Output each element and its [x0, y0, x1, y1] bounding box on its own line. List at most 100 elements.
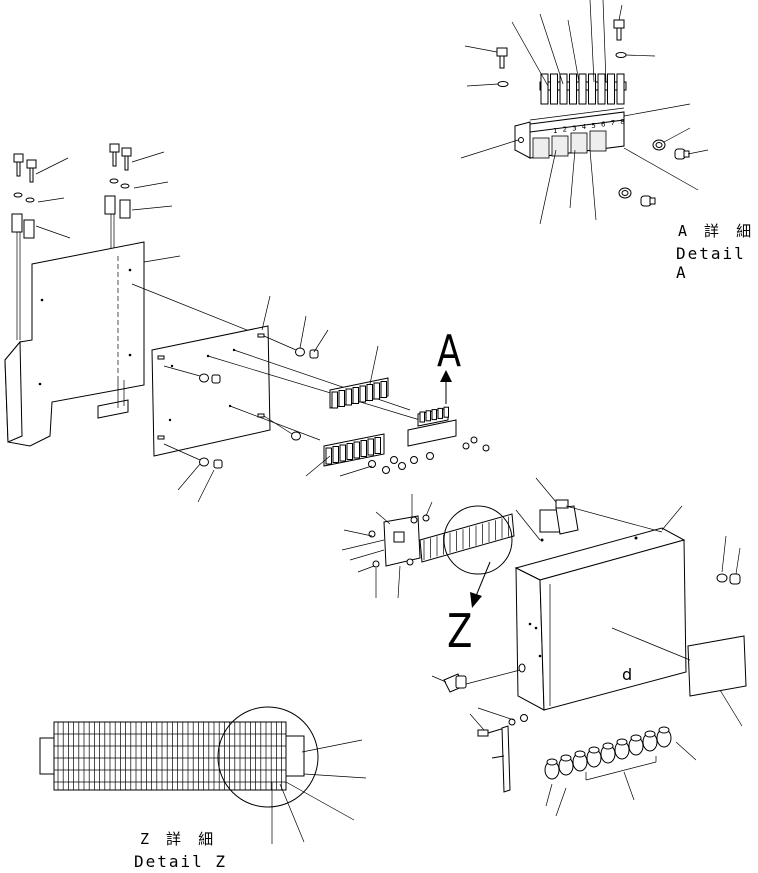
mounting-panel — [151, 325, 271, 457]
terminal-slot — [373, 382, 380, 400]
terminal-slot — [374, 437, 381, 454]
detail-a-letter: A — [437, 326, 462, 377]
detail-a-washer-right — [615, 52, 627, 58]
detail-a-jumper-comb — [539, 73, 627, 105]
terminal-slot — [346, 443, 353, 460]
box-screw — [716, 573, 741, 585]
panel-slots — [157, 333, 265, 440]
comb-tooth — [607, 73, 615, 105]
terminal-slot — [331, 391, 338, 409]
terminal-slot — [325, 447, 332, 465]
control-box: d — [514, 527, 687, 711]
detail-a-screw-2 — [674, 148, 690, 160]
detail-a-leaders — [460, 0, 709, 225]
terminal-slot — [345, 388, 352, 406]
cable-gland-top — [574, 750, 586, 758]
cable-gland-top — [644, 730, 656, 738]
bracket-leaders — [35, 151, 263, 337]
terminal-number: 4 — [582, 123, 587, 131]
terminal-slot — [367, 438, 374, 456]
terminal-hardware — [368, 436, 490, 474]
cable-gland-top — [602, 742, 614, 750]
terminal-slot — [352, 387, 359, 404]
bracket-bolt-pair-right — [109, 143, 132, 189]
terminal-slot — [380, 381, 387, 398]
terminal-slot — [425, 410, 431, 422]
detail-a-bolt-left — [496, 47, 508, 69]
detail-z-letter: Z — [447, 604, 473, 658]
detail-z-leaders — [271, 739, 367, 844]
detail-a-bolt-right — [613, 19, 625, 41]
bracket-standoffs — [11, 195, 131, 340]
terminal-slot — [443, 406, 449, 418]
key-lock — [443, 673, 467, 693]
detail-a-screw-3 — [618, 187, 632, 199]
relay-component — [539, 499, 579, 542]
cable-glands — [544, 726, 672, 780]
cable-gland-top — [560, 754, 572, 762]
comb-tooth — [588, 73, 596, 105]
detail-z-caption-japanese: Z 詳 細 — [140, 830, 218, 848]
comb-tooth — [540, 73, 549, 105]
bracket-plate — [4, 241, 145, 447]
terminal-strip-lower — [323, 433, 385, 467]
comb-tooth — [559, 73, 568, 105]
panel-guide-lines — [163, 335, 421, 461]
detail-a-screw-4 — [640, 195, 656, 207]
terminal-slot — [366, 384, 373, 401]
terminal-number: 2 — [563, 126, 567, 134]
detail-z-caption-english: Detail Z — [134, 852, 228, 871]
comb-tooth — [569, 73, 577, 105]
terminal-strip-small — [407, 406, 457, 447]
terminal-slot — [338, 390, 345, 407]
svg-text:d: d — [622, 665, 632, 684]
terminal-number: 5 — [591, 122, 595, 130]
mounting-bracket-assembly — [4, 143, 263, 447]
terminal-slot — [332, 446, 339, 463]
mounting-panel-assembly — [151, 295, 490, 503]
panel-screws — [199, 347, 319, 469]
box-leaders — [431, 477, 743, 817]
detail-z-circle — [217, 706, 319, 808]
terminal-strip-upper — [329, 377, 389, 409]
z-leaders — [341, 494, 433, 599]
terminal-number: 6 — [601, 121, 606, 129]
panel-leaders — [177, 295, 379, 503]
detail-a-caption-japanese: A 詳 細 — [678, 222, 756, 240]
terminal-number: 1 — [553, 127, 557, 135]
detail-a-screw-1 — [652, 139, 666, 151]
terminal-slot — [360, 440, 367, 457]
terminal-slot — [339, 444, 346, 462]
terminal-slot — [437, 407, 443, 419]
label-plate — [687, 635, 747, 697]
detail-z-terminal-rail — [39, 706, 367, 844]
terminal-slot — [431, 409, 437, 421]
z-detail-circle — [443, 505, 513, 575]
terminal-number: 8 — [620, 118, 624, 126]
detail-z-arrow — [470, 561, 491, 608]
control-box-assembly: d — [431, 477, 747, 817]
terminal-number: 3 — [572, 124, 576, 132]
terminal-slot — [419, 411, 425, 423]
comb-tooth — [597, 73, 606, 105]
bracket-bolt-pair-left — [13, 153, 37, 203]
z-bracket — [368, 514, 430, 568]
comb-tooth — [578, 73, 587, 105]
terminal-slot — [359, 385, 366, 403]
z-terminal-assembly — [341, 494, 515, 608]
z-terminal-rail — [419, 513, 515, 563]
detail-a-washer-left — [497, 81, 509, 87]
terminal-slot — [353, 441, 360, 459]
detail-a-caption-english: Detail A — [676, 244, 746, 282]
comb-tooth — [550, 73, 558, 105]
cable-gland-top — [630, 734, 642, 742]
comb-tooth — [616, 73, 625, 105]
door-latch — [477, 714, 528, 793]
cable-gland-top — [616, 738, 628, 746]
cable-gland-top — [546, 758, 558, 766]
cable-gland-top — [658, 726, 670, 734]
cable-gland-top — [588, 746, 600, 754]
